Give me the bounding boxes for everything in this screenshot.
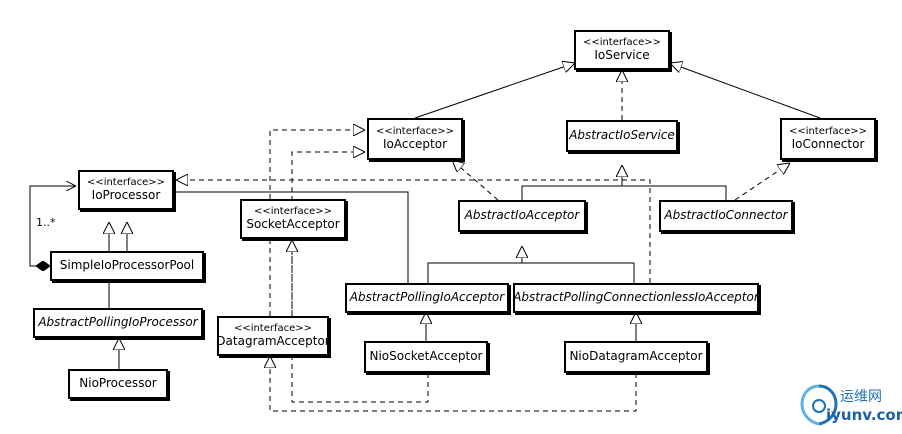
abstractpollingioprocessor-class[interactable]: AbstractPollingIoProcessor	[33, 308, 203, 338]
edge-abstractpollingioacceptor-uses-ioprocessor	[174, 191, 409, 283]
datagramacceptor-interface[interactable]: <<interface>> DatagramAcceptor	[216, 316, 330, 356]
multiplicity-label: 1..*	[36, 216, 56, 229]
abstractpollingioacceptor-class[interactable]: AbstractPollingIoAcceptor	[345, 283, 509, 313]
abstractioconnector-class[interactable]: AbstractIoConnector	[659, 200, 793, 232]
stereotype-label: <<interface>>	[582, 37, 662, 49]
edge-abstractioconnector-to-abstractioservice	[622, 185, 727, 200]
class-name: SocketAcceptor	[246, 216, 340, 231]
class-name: AbstractIoAcceptor	[464, 208, 580, 223]
nioprocessor-class[interactable]: NioProcessor	[68, 369, 168, 399]
class-name: AbstractIoConnector	[664, 208, 788, 223]
class-name: AbstractIoService	[569, 128, 675, 143]
stereotype-label: <<interface>>	[253, 206, 333, 218]
watermark-site-text: iyunv.com	[826, 406, 902, 424]
stereotype-label: <<interface>>	[788, 126, 868, 138]
class-name: IoService	[594, 47, 650, 62]
class-name: IoProcessor	[91, 187, 161, 202]
edge-ioacceptor-to-ioservice	[414, 63, 575, 119]
edge-abstractioacceptor-to-abstractioservice	[521, 165, 622, 200]
class-name: NioDatagramAcceptor	[569, 349, 703, 364]
class-name: NioProcessor	[79, 376, 157, 391]
edge-abstractpollingioacceptor-to-abstractioacceptor	[427, 246, 522, 283]
abstractpollingconnectionlessioacceptor-class[interactable]: AbstractPollingConnectionlessIoAcceptor	[513, 283, 759, 313]
niosocketacceptor-class[interactable]: NioSocketAcceptor	[364, 341, 488, 373]
ioservice-interface[interactable]: <<interface>> IoService	[574, 30, 670, 70]
edge-abstractioconnector-to-ioconnector	[734, 163, 790, 201]
class-name: IoConnector	[791, 136, 865, 151]
edge-abstractpollingconnectionlessioacceptor-uses-ioprocessor	[176, 180, 651, 283]
class-name: DatagramAcceptor	[216, 333, 330, 348]
watermark-logo-icon	[800, 384, 838, 426]
edge-simpleioprocessorpool-aggregates-ioprocessor	[29, 186, 76, 266]
stereotype-label: <<interface>>	[86, 177, 166, 189]
class-name: AbstractPollingIoProcessor	[38, 315, 198, 330]
edge-ioconnector-to-ioservice	[670, 63, 821, 119]
stereotype-label: <<interface>>	[233, 323, 313, 335]
class-name: IoAcceptor	[382, 136, 448, 151]
class-name: NioSocketAcceptor	[369, 349, 483, 364]
edge-abstractpollingconnectionlessioacceptor-to-abstractioacceptor	[522, 262, 635, 283]
simpleioprocessorpool-class[interactable]: SimpleIoProcessorPool	[50, 251, 204, 281]
watermark: 运维网 iyunv.com	[796, 378, 902, 434]
ioprocessor-interface[interactable]: <<interface>> IoProcessor	[78, 170, 174, 210]
edge-datagramacceptor-to-ioacceptor	[291, 152, 365, 318]
class-name: AbstractPollingConnectionlessIoAcceptor	[513, 290, 759, 305]
niodatagramacceptor-class[interactable]: NioDatagramAcceptor	[564, 341, 708, 373]
class-name: AbstractPollingIoAcceptor	[349, 290, 505, 305]
socketacceptor-interface[interactable]: <<interface>> SocketAcceptor	[240, 199, 346, 239]
ioacceptor-interface[interactable]: <<interface>> IoAcceptor	[367, 118, 463, 160]
abstractioacceptor-class[interactable]: AbstractIoAcceptor	[458, 200, 586, 232]
edge-niodatagramacceptor-to-datagramacceptor	[270, 356, 637, 412]
ioconnector-interface[interactable]: <<interface>> IoConnector	[780, 118, 876, 160]
edge-abstractioacceptor-to-ioacceptor	[452, 160, 499, 201]
abstractioservice-class[interactable]: AbstractIoService	[566, 120, 678, 152]
watermark-chinese-text: 运维网	[840, 389, 882, 405]
class-name: SimpleIoProcessorPool	[59, 258, 195, 273]
stereotype-label: <<interface>>	[375, 126, 455, 138]
